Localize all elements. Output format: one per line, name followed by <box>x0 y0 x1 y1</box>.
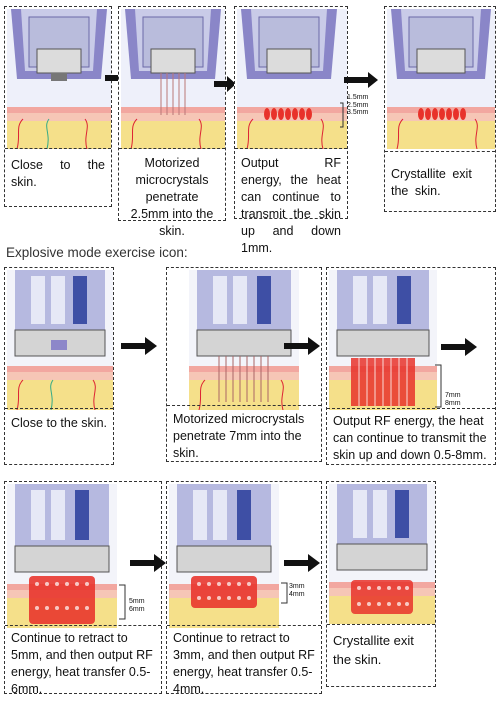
depth-label: 5mm <box>129 598 145 605</box>
depth-label: 6mm <box>129 606 145 613</box>
section-title: Explosive mode exercise icon: <box>6 245 188 260</box>
depth-scale: 7mm 8mm <box>445 392 461 408</box>
arrow-right-icon <box>130 554 166 572</box>
step-panel-r1-1: Close to the skin. <box>4 6 112 207</box>
step-panel-r2-3: 7mm 8mm Output RF energy, the heat can c… <box>326 267 496 465</box>
step-panel-r1-4: Crystallite exit the skin. <box>384 6 496 212</box>
device-illustration <box>169 484 279 628</box>
step-caption: Output RF energy, the heat can continue … <box>235 148 347 255</box>
arrow-right-icon <box>344 72 378 88</box>
arrow-right-icon <box>284 337 320 355</box>
step-panel-r2-1: Close to the skin. <box>4 267 114 465</box>
device-illustration <box>7 484 117 628</box>
depth-bracket <box>435 364 442 408</box>
step-panel-r3-2: 3mm 4mm Continue to retract to 3mm, and … <box>166 481 322 696</box>
device-illustration <box>7 270 113 411</box>
depth-label: 1.5mm <box>347 94 369 101</box>
depth-label: 7mm <box>445 392 461 399</box>
step-caption: Close to the skin. <box>5 408 113 464</box>
depth-label: 4mm <box>289 591 305 598</box>
depth-bracket <box>281 582 288 604</box>
depth-scale: 1.5mm 2.5mm 3.5mm <box>347 94 368 117</box>
step-caption: Continue to retract to 5mm, and then out… <box>5 625 161 696</box>
step-caption: Crystallite exit the skin. <box>385 151 495 211</box>
step-caption: Motorized microcrystals penetrate 2.5mm … <box>119 148 225 238</box>
depth-label: 3mm <box>289 583 305 590</box>
arrow-right-icon <box>121 337 157 355</box>
depth-scale: 3mm 4mm <box>289 583 305 599</box>
step-panel-r3-3: Crystallite exit the skin. <box>326 481 436 687</box>
device-illustration <box>329 484 435 624</box>
step-caption: Close to the skin. <box>5 148 111 206</box>
device-illustration <box>237 9 347 150</box>
device-illustration <box>7 9 111 150</box>
depth-bracket <box>119 584 126 620</box>
step-caption: Continue to retract to 3mm, and then out… <box>167 625 321 696</box>
step-panel-r1-2: Motorized microcrystals penetrate 2.5mm … <box>118 6 226 238</box>
depth-label: 3.5mm <box>347 109 369 116</box>
step-caption: Crystallite exit the skin. <box>327 624 435 686</box>
arrow-right-icon <box>441 338 477 356</box>
device-illustration <box>329 270 437 410</box>
step-caption: Motorized microcrystals penetrate 7mm in… <box>167 405 321 461</box>
device-illustration <box>387 9 495 150</box>
arrow-right-icon <box>284 554 320 572</box>
step-panel-r2-2: Motorized microcrystals penetrate 7mm in… <box>166 267 322 462</box>
depth-label: 2.5mm <box>347 101 369 109</box>
arrow-right-icon <box>214 76 236 92</box>
step-caption: Output RF energy, the heat can continue … <box>327 408 495 464</box>
depth-scale: 5mm 6mm <box>129 598 145 614</box>
step-panel-r1-3: Output RF energy, the heat can continue … <box>234 6 348 255</box>
device-illustration <box>189 270 299 411</box>
device-illustration <box>121 9 225 150</box>
step-panel-r3-1: 5mm 6mm Continue to retract to 5mm, and … <box>4 481 162 696</box>
depth-label: 8mm <box>445 400 461 407</box>
